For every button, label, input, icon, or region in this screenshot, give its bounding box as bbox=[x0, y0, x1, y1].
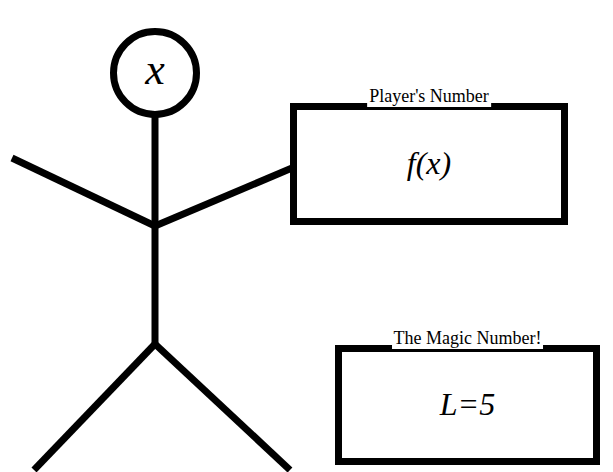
box-heading: Player's Number bbox=[367, 87, 491, 107]
box-heading: The Magic Number! bbox=[392, 329, 544, 349]
left-leg bbox=[34, 344, 155, 470]
right-leg bbox=[155, 344, 290, 470]
head-variable: x bbox=[145, 48, 165, 92]
number-box: The Magic Number!L=5 bbox=[335, 345, 600, 465]
body-line bbox=[152, 116, 159, 346]
right-arm bbox=[155, 168, 292, 226]
box-value: L=5 bbox=[440, 387, 495, 422]
head-circle: x bbox=[110, 28, 200, 118]
number-box: Player's Numberf(x) bbox=[290, 103, 568, 225]
left-arm bbox=[12, 158, 155, 226]
box-value: f(x) bbox=[407, 146, 451, 181]
